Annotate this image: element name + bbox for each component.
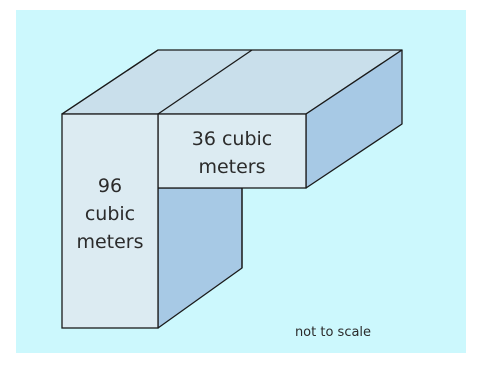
large-block-label-line-2: cubic xyxy=(85,203,135,225)
small-block-label-line-2: meters xyxy=(198,156,265,178)
large-block-label-line-3: meters xyxy=(76,231,143,253)
small-block-front-face xyxy=(157,113,307,189)
top-face-divider xyxy=(157,49,253,115)
not-to-scale-note: not to scale xyxy=(295,325,371,340)
small-block-top-edge xyxy=(61,49,159,115)
large-block-label-line-1: 96 xyxy=(98,175,122,197)
large-block-front-face xyxy=(61,113,159,329)
small-block-label-line-1: 36 cubic xyxy=(192,128,273,150)
